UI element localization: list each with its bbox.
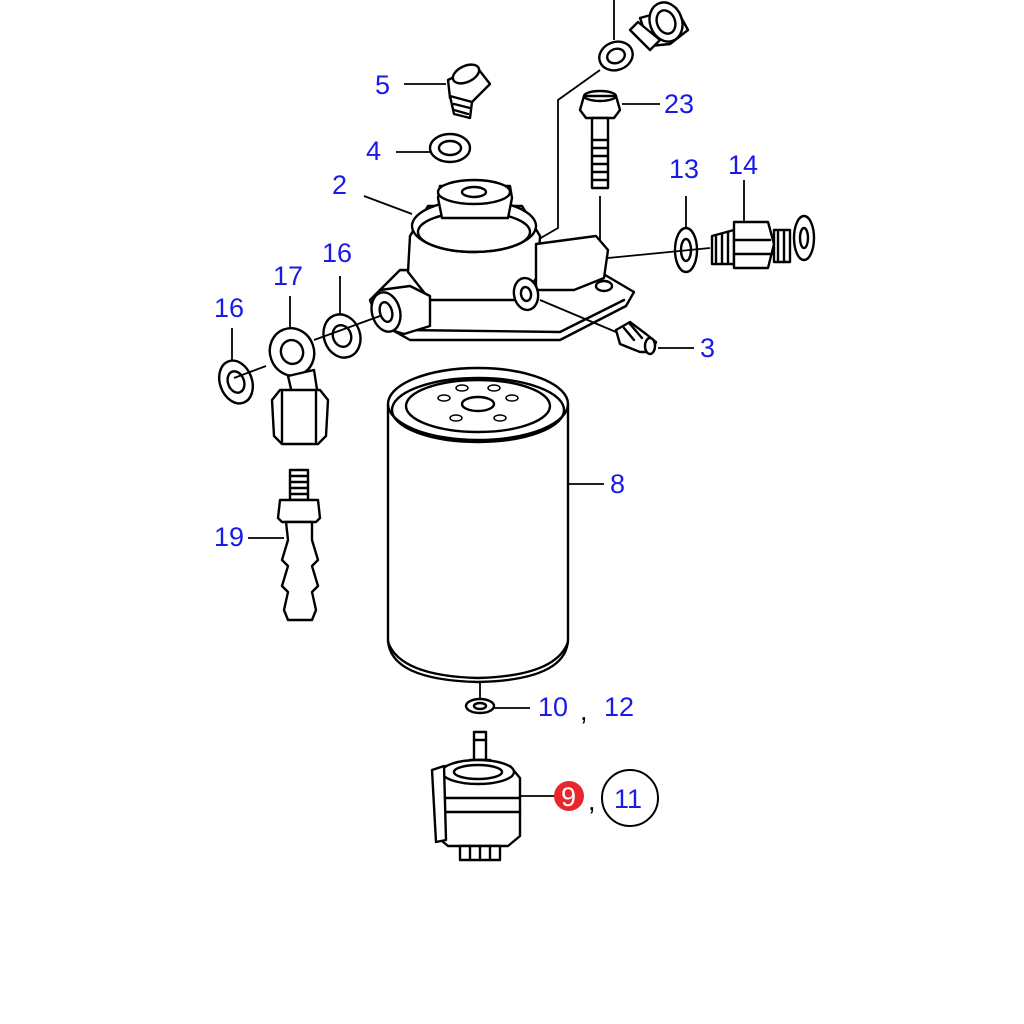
leader-axis-left (233, 365, 267, 379)
part-14-union[interactable] (710, 220, 792, 270)
part-9-11-water-sensor[interactable] (430, 730, 522, 862)
callout-8[interactable]: 8 (610, 469, 625, 499)
callout-16-right[interactable]: 16 (322, 238, 352, 268)
callout-3[interactable]: 3 (700, 333, 715, 363)
callout-16-left[interactable]: 16 (214, 293, 244, 323)
callout-11-circle[interactable] (601, 769, 659, 827)
part-16-washer-right[interactable] (318, 309, 367, 363)
callout-12[interactable]: 12 (604, 692, 634, 722)
part-5-sensor[interactable] (446, 61, 492, 120)
leader-3-axis (539, 299, 617, 333)
part-8-filter-cartridge[interactable] (386, 366, 570, 684)
part-16-washer-left[interactable] (213, 356, 258, 408)
callout-9[interactable]: 9 (561, 782, 576, 812)
leader-axis-right (607, 247, 711, 259)
callout-11[interactable]: 11 (614, 784, 642, 814)
part-top-plug[interactable] (628, 0, 690, 52)
separator-comma-1: , (580, 696, 588, 726)
callout-13[interactable]: 13 (669, 154, 699, 184)
separator-comma-2: , (588, 786, 596, 816)
part-top-washer[interactable] (595, 37, 637, 75)
callout-19[interactable]: 19 (214, 522, 244, 552)
callout-4[interactable]: 4 (366, 136, 381, 166)
callout-9-highlight-marker[interactable] (554, 781, 584, 811)
callout-23[interactable]: 23 (664, 89, 694, 119)
part-3-nipple[interactable] (614, 320, 658, 356)
part-10-12-seal[interactable] (464, 697, 496, 715)
part-4-seal[interactable] (428, 132, 472, 164)
callout-14[interactable]: 14 (728, 150, 758, 180)
callout-10[interactable]: 10 (538, 692, 568, 722)
part-17-banjo[interactable] (263, 322, 330, 446)
callout-17[interactable]: 17 (273, 261, 303, 291)
part-2-filter-head[interactable] (367, 178, 636, 342)
callout-5[interactable]: 5 (375, 70, 390, 100)
part-19-hose-nipple[interactable] (276, 468, 322, 622)
callout-2[interactable]: 2 (332, 170, 347, 200)
leader-2 (363, 195, 413, 215)
part-23-bolt[interactable] (578, 89, 622, 190)
leader-axis-port (313, 315, 381, 341)
part-right-washer-partial[interactable] (792, 214, 816, 262)
